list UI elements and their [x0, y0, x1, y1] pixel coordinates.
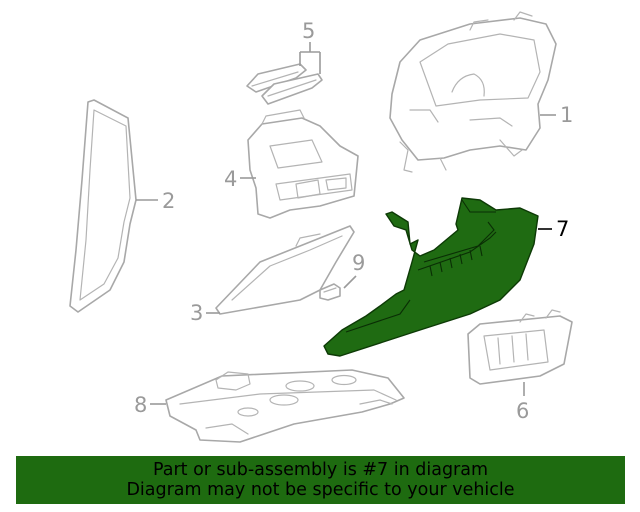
svg-text:7: 7 — [556, 217, 569, 241]
fitment-banner: Part or sub-assembly is #7 in diagram Di… — [16, 456, 625, 504]
part-6-switch-bracket[interactable] — [467, 309, 573, 385]
callout-3: 3 — [190, 301, 220, 325]
banner-line-1: Part or sub-assembly is #7 in diagram — [152, 460, 489, 480]
callout-8: 8 — [134, 393, 166, 417]
callout-5: 5 — [299, 19, 321, 74]
svg-text:5: 5 — [302, 19, 315, 43]
callout-2: 2 — [136, 189, 175, 213]
part-9-clip[interactable] — [319, 283, 341, 301]
svg-text:1: 1 — [560, 103, 573, 127]
part-2-side-panel[interactable] — [69, 99, 137, 313]
svg-text:8: 8 — [134, 393, 147, 417]
part-4-center-bezel[interactable] — [247, 109, 359, 219]
parts-diagram: 5 1 2 4 3 — [69, 11, 573, 443]
svg-text:6: 6 — [516, 399, 529, 423]
part-1-instrument-cluster[interactable] — [389, 11, 557, 173]
part-7-lower-trim[interactable] — [323, 197, 539, 357]
banner-line-2: Diagram may not be specific to your vehi… — [126, 480, 515, 500]
svg-text:3: 3 — [190, 301, 203, 325]
svg-text:4: 4 — [224, 167, 237, 191]
part-8-floor-bracket[interactable] — [165, 369, 405, 443]
svg-text:9: 9 — [352, 251, 365, 275]
part-5-trim-strips[interactable] — [246, 63, 323, 105]
callout-1: 1 — [540, 103, 573, 127]
callout-6: 6 — [516, 382, 529, 423]
svg-text:2: 2 — [162, 189, 175, 213]
callout-9: 9 — [343, 251, 365, 289]
callout-7: 7 — [538, 217, 569, 241]
callout-4: 4 — [224, 167, 256, 191]
part-3-knee-panel[interactable] — [215, 225, 355, 315]
